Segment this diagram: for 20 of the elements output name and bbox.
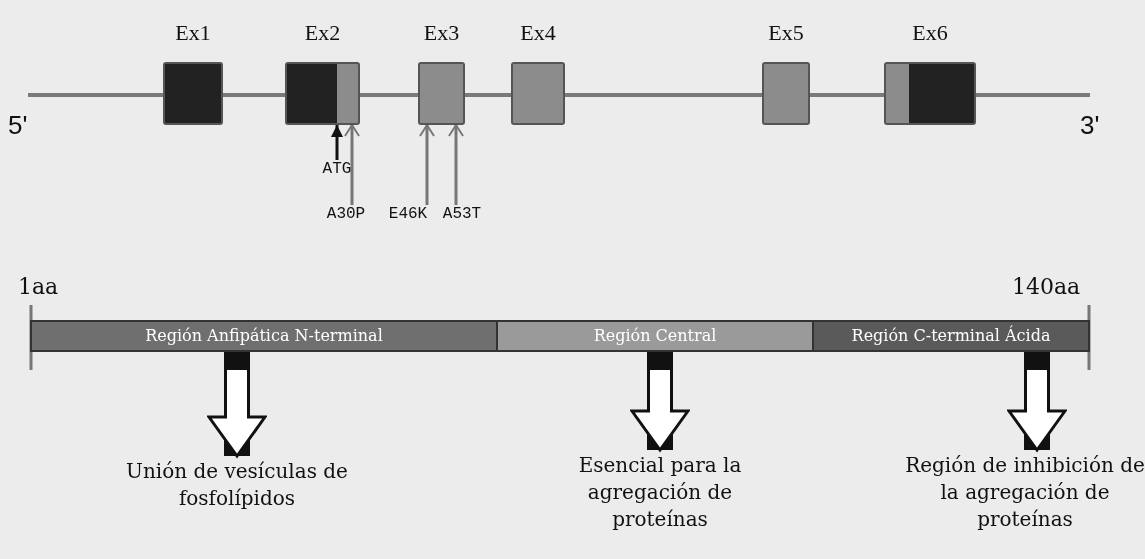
function-text: Unión de vesículas de fosfolípidos — [82, 458, 392, 512]
exon-label: Ex6 — [911, 20, 949, 47]
scale-label: 1aa — [18, 274, 59, 299]
mutation-label: ATG — [317, 160, 357, 180]
exon-label: Ex1 — [174, 20, 212, 47]
function-text: Región de inhibición de la agregación de proteínas — [900, 452, 1145, 533]
mutation-label: E46K — [384, 205, 432, 227]
protein-region-bar: Región Anfipática N-terminal — [30, 320, 498, 352]
protein-region-bar: Región C-terminal Ácida — [812, 320, 1090, 352]
exon-label: Ex5 — [767, 20, 805, 47]
exon-label: Ex3 — [422, 20, 461, 47]
strand-end-label: 5' — [8, 110, 28, 141]
mutation-label: A30P — [322, 205, 370, 227]
exon-label: Ex4 — [519, 20, 557, 47]
strand-end-label: 3' — [1080, 110, 1100, 141]
function-text: Esencial para la agregación de proteínas — [540, 452, 780, 533]
exon-label: Ex2 — [303, 20, 342, 47]
scale-label: 140aa — [1012, 274, 1081, 299]
mutation-label: A53T — [438, 205, 486, 227]
protein-region-bar: Región Central — [496, 320, 814, 352]
